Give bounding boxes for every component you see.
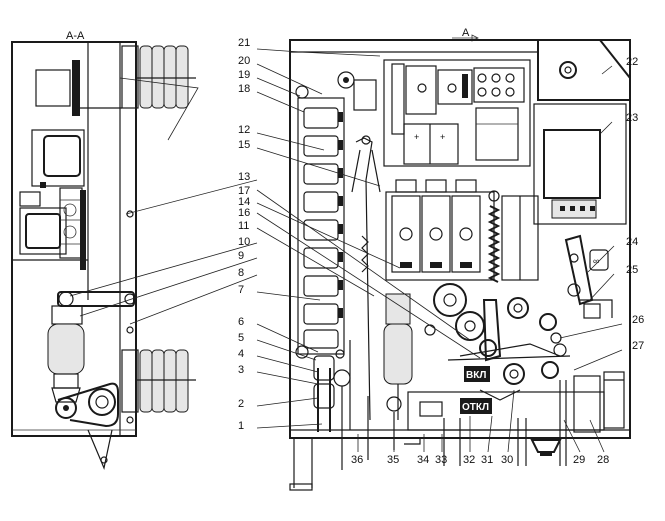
callout-4: 4	[238, 348, 244, 360]
callout-17: 17	[238, 185, 250, 197]
front-view: A + +	[289, 27, 631, 491]
off-button[interactable]: ОТКЛ	[460, 398, 492, 414]
callout-9: 9	[238, 250, 244, 262]
callout-5: 5	[238, 332, 244, 344]
callout-7: 7	[238, 284, 244, 296]
svg-text:+: +	[414, 132, 419, 142]
callout-8: 8	[238, 267, 244, 279]
callout-30: 30	[501, 454, 513, 466]
callout-18: 18	[238, 83, 250, 95]
lower-insulator	[121, 349, 196, 413]
callout-34: 34	[417, 454, 429, 466]
callout-26: 26	[632, 314, 644, 326]
callout-20: 20	[238, 55, 250, 67]
callout-32: 32	[463, 454, 475, 466]
callout-24: 24	[626, 236, 638, 248]
section-mark-right: A	[462, 27, 470, 39]
callout-36: 36	[351, 454, 363, 466]
aux-unit-stack	[303, 107, 343, 349]
upper-insulator	[121, 45, 196, 109]
on-button[interactable]: ВКЛ	[464, 366, 490, 382]
callout-2: 2	[238, 398, 244, 410]
callout-27: 27	[632, 340, 644, 352]
svg-text:+: +	[440, 132, 445, 142]
callout-33: 33	[435, 454, 447, 466]
callout-12: 12	[238, 124, 250, 136]
callout-14: 14	[238, 196, 250, 208]
callout-labels: 21 20 19 18 12 15 13 17 14 16 11 10 9 8 …	[238, 37, 644, 466]
callout-15: 15	[238, 139, 250, 151]
callout-11: 11	[238, 220, 249, 232]
callout-3: 3	[238, 364, 244, 376]
callout-10: 10	[238, 236, 250, 248]
callout-29: 29	[573, 454, 585, 466]
callout-1: 1	[238, 420, 244, 432]
callout-16: 16	[238, 207, 250, 219]
callout-21: 21	[238, 37, 250, 49]
section-mark-left: A-A	[66, 30, 85, 42]
callout-22: 22	[626, 56, 638, 68]
on-plate-text: ВКЛ	[466, 370, 486, 381]
callout-25: 25	[626, 264, 638, 276]
off-plate-text: ОТКЛ	[462, 402, 489, 413]
callout-31: 31	[481, 454, 493, 466]
callout-13: 13	[238, 171, 250, 183]
side-housing	[11, 41, 137, 437]
leader-lines	[69, 48, 623, 453]
callout-19: 19	[238, 69, 250, 81]
callout-28: 28	[597, 454, 609, 466]
callout-35: 35	[387, 454, 399, 466]
callout-6: 6	[238, 316, 244, 328]
on-plate	[464, 366, 490, 382]
pole-block	[385, 179, 495, 281]
callout-23: 23	[626, 112, 638, 124]
side-view-section: A-A	[11, 30, 196, 471]
off-plate	[460, 398, 492, 414]
svg-text:∞: ∞	[593, 256, 599, 266]
